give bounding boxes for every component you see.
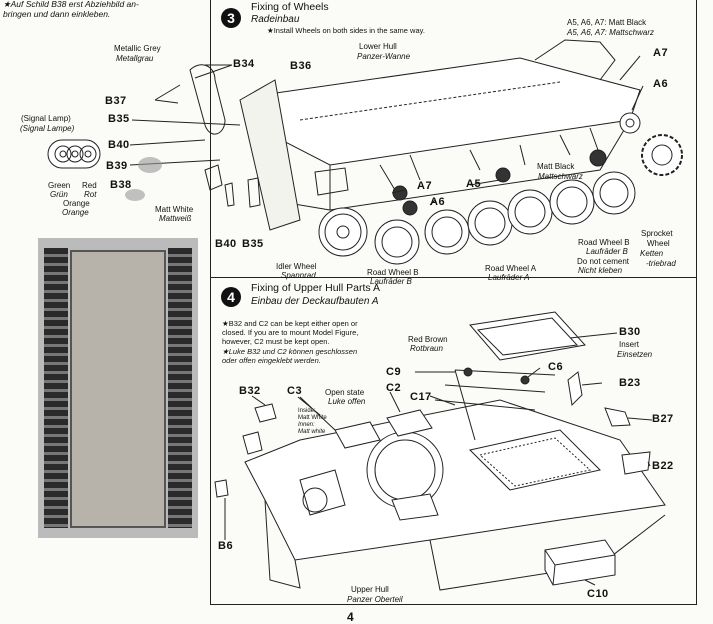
step-4-note-line2: closed. If you are to mount Model Figure… <box>222 328 359 337</box>
step-3-color-note: A5, A6, A7: Matt Black <box>567 18 647 27</box>
green-label: Green <box>48 181 71 190</box>
part-a7-mid: A7 <box>417 180 433 192</box>
step-3-title-de: Radeinbau <box>251 14 300 25</box>
do-not-cement-label: Do not cement <box>577 257 630 266</box>
insert-label-de: Einsetzen <box>617 350 653 359</box>
part-a6-mid: A6 <box>430 196 446 208</box>
decal-note-line1: ★Auf Schild B38 erst Abziehbild an- <box>3 0 139 9</box>
road-wheel-b-right-label: Road Wheel B <box>578 238 630 247</box>
step-4-title: Fixing of Upper Hull Parts A <box>251 282 380 294</box>
red-brown-label-de: Rotbraun <box>410 344 443 353</box>
road-wheel-b-label: Road Wheel B <box>367 268 419 277</box>
upper-hull-label-de: Panzer Oberteil <box>347 595 403 604</box>
part-c2: C2 <box>386 382 402 394</box>
part-b34: B34 <box>233 58 255 70</box>
part-b30: B30 <box>619 326 641 338</box>
signal-lamp-label-de: (Signal Lampe) <box>20 124 75 133</box>
sprocket-label-1: Sprocket <box>641 229 673 238</box>
matt-black-label: Matt Black <box>537 162 575 171</box>
step-4-note-line3: however, C2 must be kept open. <box>222 337 330 346</box>
road-wheel-a-label: Road Wheel A <box>485 264 537 273</box>
step-4-title-de: Einbau der Deckaufbauten A <box>251 296 379 307</box>
inside-label-3: Innen: <box>298 422 315 428</box>
step-4-note-de-line2: oder offen eingeklebt werden. <box>222 356 321 365</box>
part-c17: C17 <box>410 391 432 403</box>
red-label-de: Rot <box>84 190 97 199</box>
lower-hull-label: Lower Hull <box>359 42 397 51</box>
sprocket-label-de-1: Ketten <box>640 249 664 258</box>
sprocket-label-de-2: -triebrad <box>646 259 676 268</box>
part-b36: B36 <box>290 60 312 72</box>
metallic-grey-label: Metallic Grey <box>114 44 161 53</box>
part-c9: C9 <box>386 366 402 378</box>
inside-label-4: Matt white <box>298 429 326 435</box>
part-b22: B22 <box>652 460 674 472</box>
sprocket-label-2: Wheel <box>647 239 670 248</box>
do-not-cement-label-de: Nicht kleben <box>578 266 623 275</box>
part-b6: B6 <box>218 540 234 552</box>
part-a7: A7 <box>653 47 669 59</box>
insert-label: Insert <box>619 340 640 349</box>
photo-track-right <box>168 248 192 528</box>
step-3-note: ★Install Wheels on both sides in the sam… <box>267 26 425 35</box>
matt-white-label-de: Mattweiß <box>159 214 192 223</box>
part-b35-lower: B35 <box>242 238 264 250</box>
part-b35: B35 <box>108 113 130 125</box>
red-label: Red <box>82 181 97 190</box>
lower-hull-photo <box>38 238 198 538</box>
instruction-frame <box>210 0 697 605</box>
open-state-label: Open state <box>325 388 365 397</box>
part-b27: B27 <box>652 413 674 425</box>
step-4-note-line1: ★B32 and C2 can be kept either open or <box>222 319 358 328</box>
part-a6: A6 <box>653 78 669 90</box>
inside-label-1: Inside: <box>298 408 316 414</box>
step-3-title: Fixing of Wheels <box>251 1 329 13</box>
orange-label: Orange <box>63 199 90 208</box>
signal-lamp-label: (Signal Lamp) <box>21 114 71 123</box>
inside-label-2: Matt White <box>298 415 327 421</box>
orange-label-de: Orange <box>62 208 89 217</box>
part-b38: B38 <box>110 179 132 191</box>
green-label-de: Grün <box>50 190 68 199</box>
step-4-number: 4 <box>221 287 241 307</box>
part-b40: B40 <box>108 139 130 151</box>
idler-wheel-label-de: Spannrad <box>281 271 316 280</box>
step-3-number: 3 <box>221 8 241 28</box>
photo-hull-floor <box>70 250 166 528</box>
part-b32: B32 <box>239 385 261 397</box>
part-b37: B37 <box>105 95 127 107</box>
metallic-grey-label-de: Metallgrau <box>116 54 154 63</box>
part-c6: C6 <box>548 361 564 373</box>
road-wheel-b-right-label-de: Laufräder B <box>586 247 628 256</box>
upper-hull-label: Upper Hull <box>351 585 389 594</box>
idler-wheel-label: Idler Wheel <box>276 262 317 271</box>
road-wheel-b-label-de: Laufräder B <box>370 277 412 286</box>
part-b23: B23 <box>619 377 641 389</box>
step-4-note-de-line1: ★Luke B32 und C2 können geschlossen <box>222 347 358 356</box>
open-state-label-de: Luke offen <box>328 397 366 406</box>
lower-hull-label-de: Panzer-Wanne <box>357 52 411 61</box>
step-3-color-note-de: A5, A6, A7: Mattschwarz <box>567 28 654 37</box>
page-number: 4 <box>347 610 354 624</box>
red-brown-label: Red Brown <box>408 335 448 344</box>
part-a5: A5 <box>466 178 482 190</box>
part-c10: C10 <box>587 588 609 600</box>
decal-note-line2: bringen und dann einkleben. <box>3 9 111 19</box>
photo-track-left <box>44 248 68 528</box>
part-b39: B39 <box>106 160 128 172</box>
road-wheel-a-label-de: Laufräder A <box>488 273 530 282</box>
step-divider <box>210 277 697 278</box>
matt-white-label: Matt White <box>155 205 194 214</box>
matt-black-label-de: Mattschwarz <box>538 172 583 181</box>
part-c3: C3 <box>287 385 303 397</box>
part-b40-lower: B40 <box>215 238 237 250</box>
